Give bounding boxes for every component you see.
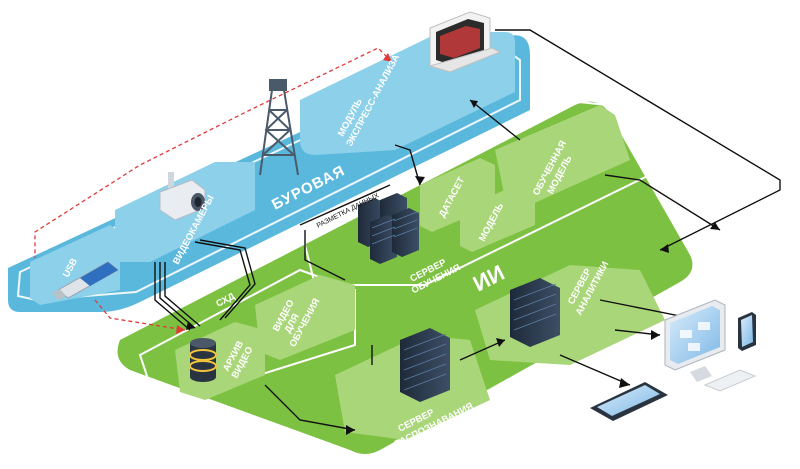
- red-arrow-head: [383, 53, 392, 62]
- server-rack-icon-2: [510, 278, 560, 347]
- connector-lines: [154, 29, 781, 431]
- arrow-heads: [186, 100, 720, 435]
- database-icon: [189, 338, 217, 382]
- usb-box: [30, 225, 120, 305]
- phone-icon: [738, 312, 756, 351]
- usb-drive-icon: [52, 261, 119, 300]
- tablet-icon: [590, 382, 668, 421]
- usb-transfer-path: [34, 47, 393, 331]
- server-cluster-icon: [358, 193, 419, 264]
- dataset-box: [420, 158, 495, 232]
- training-video-box: [255, 275, 355, 360]
- drilling-rig-icon: [259, 79, 299, 176]
- video-camera-icon: [159, 172, 206, 221]
- red-arrow-head-2: [176, 325, 185, 334]
- trained-model-box: [495, 105, 630, 205]
- monitor-icon: [664, 299, 757, 392]
- server-rack-icon: [400, 328, 450, 402]
- laptop-icon: [428, 11, 502, 73]
